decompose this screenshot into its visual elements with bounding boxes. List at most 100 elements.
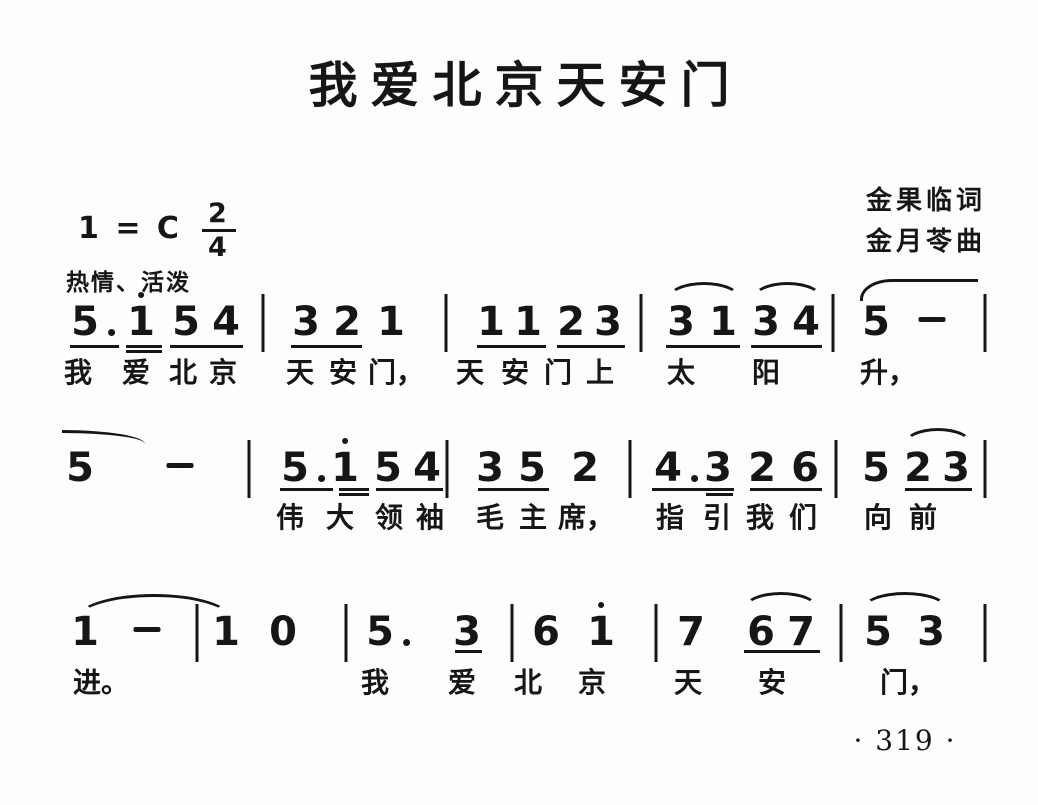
lyric-syllable: 毛 — [475, 503, 505, 534]
page-number: · 319 · — [853, 724, 957, 757]
note: 1 — [587, 602, 615, 652]
note: 6 — [791, 445, 819, 491]
barline — [445, 440, 449, 498]
note-underline — [376, 488, 443, 491]
duration-dash — [166, 463, 194, 468]
octave-dot — [138, 292, 144, 298]
lyric-syllable: 阳 — [751, 358, 781, 389]
lyric-syllable: 我 — [63, 358, 93, 389]
time-signature: 2 4 — [201, 198, 236, 263]
note: 5 — [374, 445, 402, 491]
lyric-syllable: 我 — [745, 503, 775, 534]
lyric-syllable: 太 — [666, 358, 696, 389]
slur-arc — [752, 282, 823, 299]
note: 1 — [477, 299, 505, 345]
note: 3 — [942, 445, 970, 491]
lyric-syllable: 安 — [328, 358, 358, 389]
note-underline — [706, 493, 733, 496]
lyric-syllable: 主 — [518, 503, 548, 534]
lyric-syllable: 向 — [863, 503, 893, 534]
note: 1 — [127, 292, 155, 342]
slur-arc — [743, 592, 819, 609]
barline — [983, 604, 987, 662]
lyric-syllable: 席， — [557, 503, 615, 534]
note: 5 — [172, 299, 200, 345]
slur-arc — [862, 592, 948, 609]
note: 3 — [453, 609, 481, 655]
note: 2 — [904, 445, 932, 491]
note-underline — [744, 650, 820, 653]
note: 7 — [677, 609, 705, 655]
note-underline — [291, 345, 362, 348]
note: 7 — [787, 609, 815, 655]
octave-dot — [598, 602, 604, 608]
lyric-syllable: 领 — [374, 503, 404, 534]
note-underline — [557, 345, 625, 348]
barline — [444, 294, 448, 352]
octave-dot — [342, 438, 348, 444]
lyric-syllable: 们 — [788, 503, 818, 534]
note-underline — [280, 488, 333, 491]
lyric-syllable: 门， — [879, 668, 937, 699]
note: 3 — [594, 299, 622, 345]
note-underline — [339, 493, 369, 496]
lyric-syllable: 前 — [908, 503, 938, 534]
key-label: 1 = C — [78, 211, 182, 246]
lyric-syllable: 进。 — [72, 668, 130, 699]
composer-credit: 金月苓曲 — [865, 226, 986, 256]
augmentation-dot — [317, 475, 325, 482]
lyric-syllable: 北 — [168, 358, 198, 389]
note: 3 — [917, 609, 945, 655]
note: 5 — [862, 299, 890, 345]
note-underline — [478, 488, 549, 491]
note-underline — [477, 345, 546, 348]
key-signature: 1 = C 2 4 — [78, 198, 236, 263]
song-title: 我爱北京天安门 — [308, 58, 743, 113]
note-underline — [652, 488, 734, 491]
lyric-syllable: 京 — [577, 668, 607, 699]
note: 3 — [704, 445, 732, 491]
note: 5 — [366, 612, 410, 652]
barline — [628, 440, 632, 498]
note: 1 — [331, 438, 359, 488]
barline — [983, 294, 987, 352]
barline — [261, 294, 265, 352]
note-underline — [750, 488, 822, 491]
lyric-syllable: 京 — [208, 358, 238, 389]
lyric-syllable: 北 — [513, 668, 543, 699]
note: 5 — [281, 448, 325, 488]
barline — [983, 440, 987, 498]
note: 1 — [514, 299, 542, 345]
duration-dash — [918, 317, 946, 322]
note: 5 — [71, 302, 115, 342]
barline — [344, 604, 348, 662]
barline — [831, 294, 835, 352]
note: 2 — [557, 299, 585, 345]
note: 4 — [413, 445, 441, 491]
note: 5 — [66, 445, 94, 491]
tempo-marking: 热情、活泼 — [66, 269, 191, 295]
note-underline — [905, 488, 972, 491]
note: 3 — [667, 299, 695, 345]
note-underline — [170, 345, 243, 348]
augmentation-dot — [107, 329, 115, 336]
lyric-syllable: 我 — [360, 668, 390, 699]
note: 3 — [292, 299, 320, 345]
barline — [654, 604, 658, 662]
note-underline — [455, 650, 482, 653]
lyric-syllable: 伟 — [275, 503, 305, 534]
note: 4 — [212, 299, 240, 345]
augmentation-dot — [402, 639, 410, 646]
time-signature-numerator: 2 — [208, 198, 230, 229]
note-underline — [751, 345, 822, 348]
lyric-syllable: 安 — [500, 358, 530, 389]
note: 1 — [377, 299, 405, 345]
note: 6 — [747, 609, 775, 655]
barline — [639, 294, 643, 352]
time-signature-denominator: 4 — [208, 232, 230, 263]
lyric-syllable: 门 — [543, 358, 573, 389]
lyric-syllable: 门， — [367, 358, 425, 389]
note: 5 — [864, 609, 892, 655]
lyric-syllable: 指 — [655, 503, 685, 534]
